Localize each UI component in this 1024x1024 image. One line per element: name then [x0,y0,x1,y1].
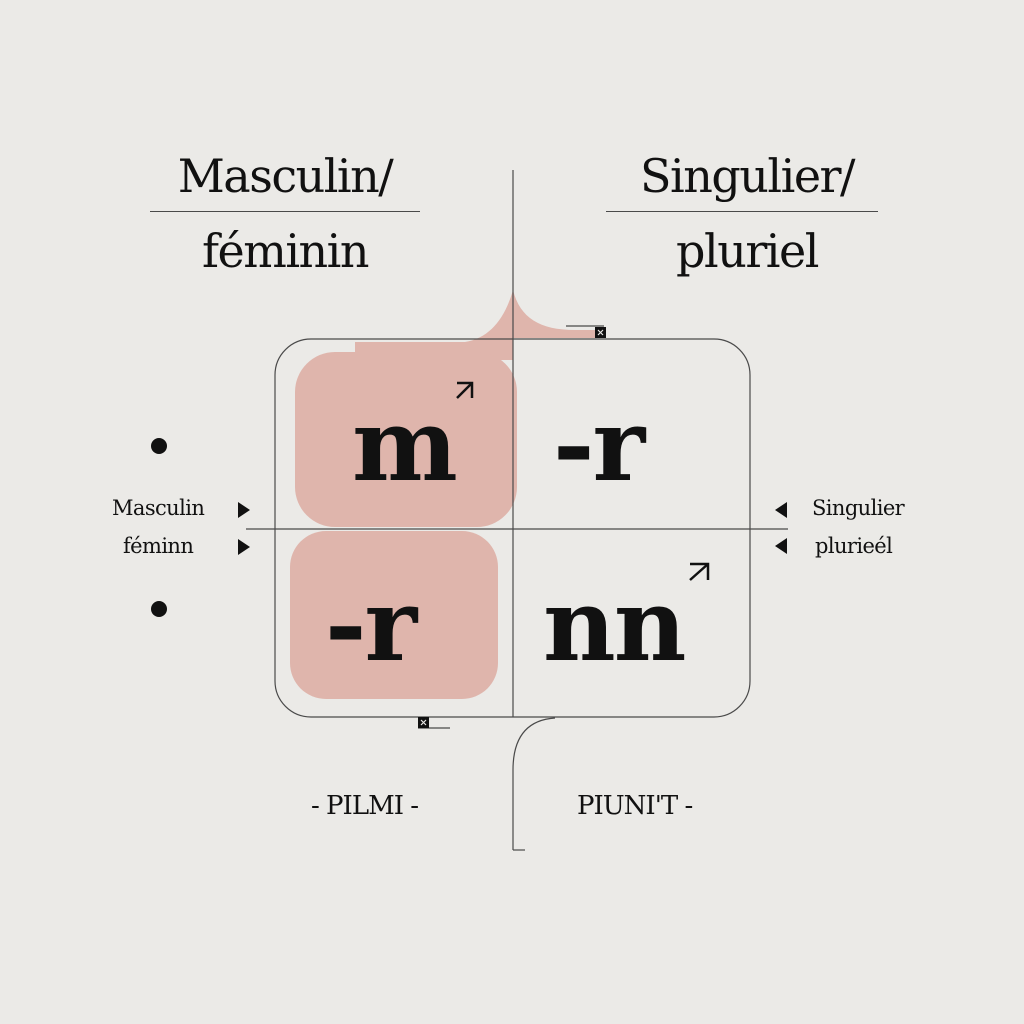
highlight-flow [355,290,513,360]
heading-left-line2: féminin [201,224,370,278]
heading-right-line1: Singulier/ [639,149,856,203]
heading-left-line1: Masculin/ [177,149,394,203]
bullet-dot-icon [151,601,167,617]
highlight-cell-top-left [295,352,517,527]
triangle-left-icon [775,538,787,554]
triangle-left-icon [775,502,787,518]
arrow-up-right-icon [689,562,710,581]
side-label-left-feminin: féminn [123,534,194,558]
side-label-right-pluriel: plurieél [815,534,893,558]
side-label-left-masculin: Masculin [112,496,205,520]
highlight-flow-right [513,290,598,338]
cell-bottom-left-text: -r [325,566,417,684]
highlight-cell-bottom-left [290,531,498,699]
arrow-up-right-icon [456,381,474,399]
footer-label-right: PIUNI'T - [577,791,693,821]
heading-right-rule [606,211,878,212]
heading-right-line2: pluriel [676,224,819,278]
cell-top-left-text: m [352,386,458,504]
cell-bottom-right-text: nn [543,566,686,684]
side-label-right-singulier: Singulier [812,496,905,520]
heading-left-rule [150,211,420,212]
triangle-right-icon [238,539,250,555]
cell-top-right-text: -r [553,386,645,504]
vertical-divider-low [512,717,556,850]
close-marker-icon [418,717,429,728]
bullet-dot-icon [151,438,167,454]
close-marker-icon [595,327,606,338]
triangle-right-icon [238,502,250,518]
footer-label-left: - PILMI - [311,791,419,821]
